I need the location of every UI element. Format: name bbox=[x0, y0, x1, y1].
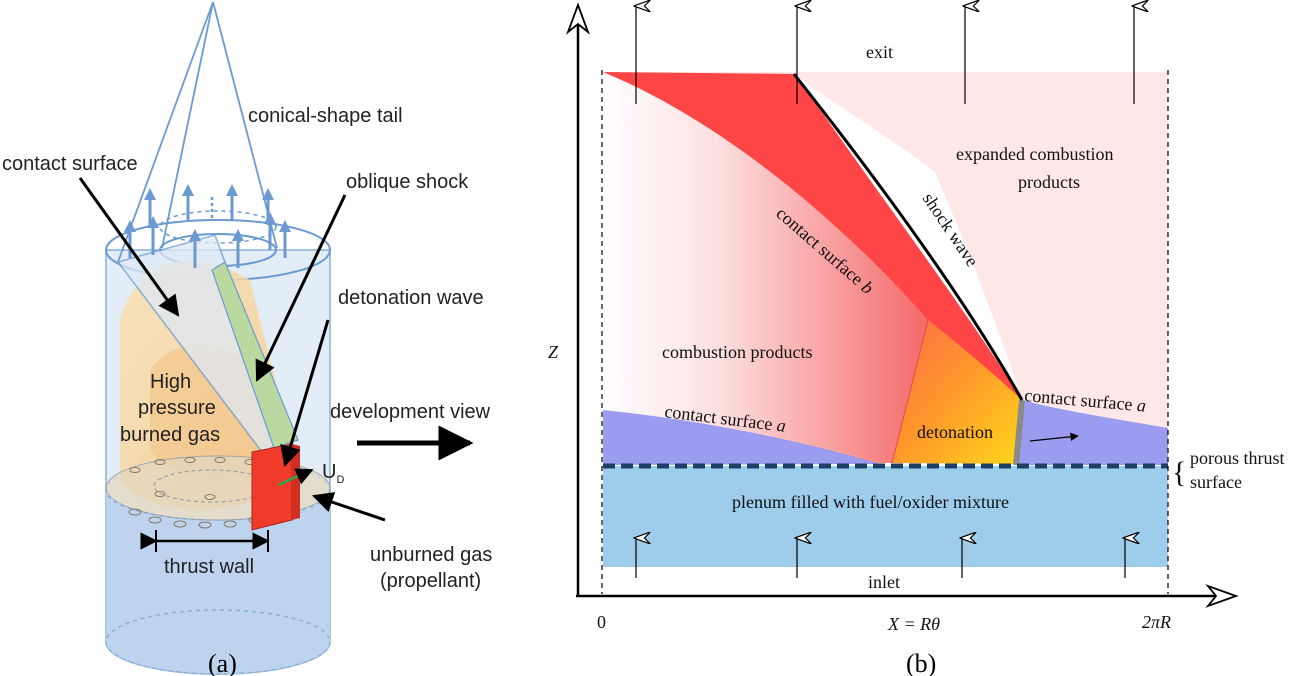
label-porous-1: porous thrust bbox=[1190, 448, 1285, 468]
caption-a: (a) bbox=[208, 649, 237, 676]
label-x-zero: 0 bbox=[597, 612, 606, 632]
ud-arrow bbox=[277, 468, 314, 487]
label-oblique-shock: oblique shock bbox=[346, 171, 469, 193]
label-expanded-2: products bbox=[1018, 172, 1080, 192]
label-detonation-wave: detonation wave bbox=[338, 287, 484, 309]
label-inlet: inlet bbox=[868, 572, 900, 592]
expanded-products-region bbox=[603, 72, 1168, 428]
label-conical-tail: conical-shape tail bbox=[248, 105, 403, 127]
label-unburned-2: (propellant) bbox=[380, 570, 481, 592]
label-plenum: plenum filled with fuel/oxider mixture bbox=[732, 492, 1009, 512]
exit-arrows bbox=[636, 6, 1134, 104]
label-combustion-products: combustion products bbox=[662, 342, 813, 362]
label-unburned-1: unburned gas bbox=[370, 544, 492, 566]
label-exit: exit bbox=[866, 42, 893, 62]
injector-holes bbox=[128, 457, 268, 529]
contact-surface-a-left bbox=[603, 410, 880, 465]
label-contact-surface: contact surface bbox=[2, 153, 138, 175]
annotation-pointers bbox=[78, 177, 386, 522]
label-high-pressure-2: pressure bbox=[138, 397, 216, 419]
panel-b: exit expanded combustion products shock … bbox=[548, 5, 1285, 676]
label-x-end: 2πR bbox=[1142, 612, 1171, 632]
label-ud: UD bbox=[322, 461, 344, 486]
label-expanded-1: expanded combustion bbox=[956, 144, 1113, 164]
exhaust-arrows bbox=[124, 184, 291, 268]
inlet-arrows bbox=[636, 538, 1125, 578]
label-high-pressure-3: burned gas bbox=[120, 424, 220, 446]
label-development-view: development view bbox=[330, 401, 491, 423]
label-x-axis: X = Rθ bbox=[887, 614, 940, 634]
label-z-axis: Z bbox=[548, 342, 559, 362]
label-high-pressure-1: High bbox=[150, 371, 191, 393]
label-detonation: detonation bbox=[917, 422, 993, 442]
conical-tail bbox=[117, 1, 278, 263]
plenum-region bbox=[603, 466, 1168, 567]
oblique-shock-plane bbox=[211, 261, 299, 449]
label-thrust-wall: thrust wall bbox=[164, 556, 254, 578]
contact-surface-a-right bbox=[1016, 400, 1168, 465]
detonation-region bbox=[892, 320, 1022, 464]
label-porous-2: surface bbox=[1190, 472, 1242, 492]
panel-a: conical-shape tail contact surface obliq… bbox=[2, 1, 492, 676]
label-brace: { bbox=[1172, 456, 1186, 489]
detonation-direction-arrow bbox=[1029, 432, 1079, 442]
shock-band bbox=[603, 72, 1022, 400]
shock-wave-line bbox=[792, 73, 1024, 401]
caption-b: (b) bbox=[906, 649, 936, 676]
